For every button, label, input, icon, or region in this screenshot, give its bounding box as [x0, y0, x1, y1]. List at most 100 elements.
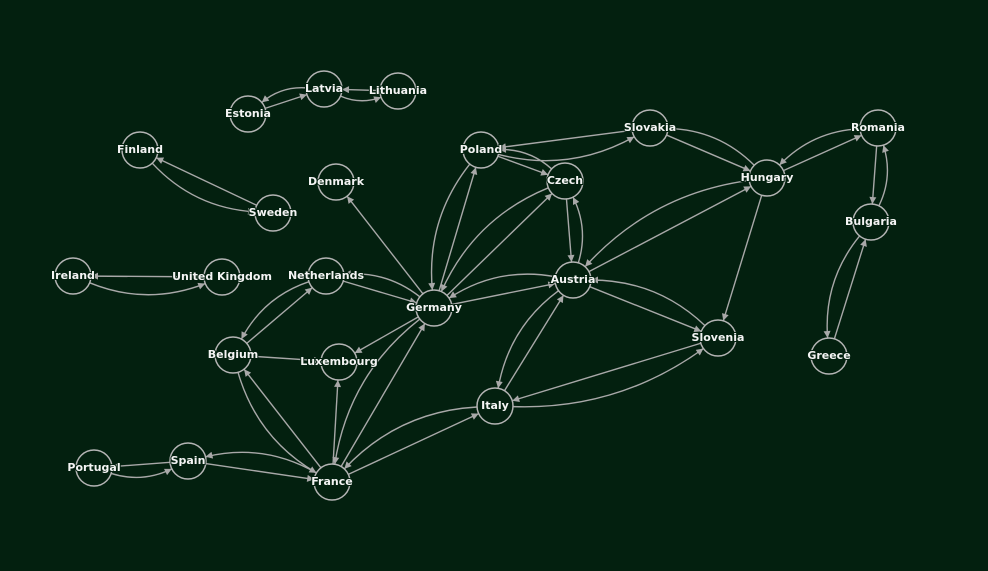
node-circle[interactable]: [214, 336, 252, 374]
node-label: Denmark: [308, 175, 365, 188]
node-circle[interactable]: [748, 159, 786, 197]
node-circle[interactable]: [307, 257, 345, 295]
node-france[interactable]: France: [310, 463, 354, 501]
edge-hungary-to-slovakia: [667, 125, 755, 166]
node-circle[interactable]: [203, 258, 241, 296]
edge-austria-to-germany: [448, 273, 556, 299]
edge-bulgaria-to-romania: [878, 144, 889, 207]
edge-romania-to-hungary: [778, 128, 861, 166]
edge-poland-to-slovakia: [498, 136, 635, 162]
node-circle[interactable]: [415, 289, 453, 327]
edge-germany-to-luxembourg: [354, 316, 419, 354]
node-circle[interactable]: [554, 261, 592, 299]
node-label: Latvia: [305, 82, 343, 95]
node-circle[interactable]: [699, 319, 737, 357]
node-italy[interactable]: Italy: [476, 387, 514, 425]
node-label: Spain: [171, 454, 206, 467]
edge-uk-to-ireland: [90, 272, 205, 280]
node-lithuania[interactable]: Lithuania: [368, 72, 428, 110]
node-netherlands[interactable]: Netherlands: [287, 257, 365, 295]
edge-france-to-germany: [340, 323, 426, 467]
node-circle[interactable]: [229, 95, 267, 133]
edge-ireland-to-uk: [89, 282, 206, 296]
edge-poland-to-germany: [428, 163, 471, 291]
edge-finland-to-sweden: [151, 162, 256, 215]
edge-belgium-to-netherlands: [246, 287, 313, 344]
node-slovenia[interactable]: Slovenia: [691, 319, 745, 357]
edge-austria-to-hungary: [588, 185, 752, 273]
node-bulgaria[interactable]: Bulgaria: [844, 203, 898, 241]
edge-slovenia-to-italy: [512, 342, 701, 403]
edge-italy-to-france: [343, 406, 478, 470]
node-label: Bulgaria: [845, 215, 897, 228]
node-luxembourg[interactable]: Luxembourg: [299, 343, 379, 381]
edge-germany-to-france: [332, 318, 421, 465]
node-circle[interactable]: [320, 343, 358, 381]
node-label: United Kingdom: [172, 270, 272, 283]
node-hungary[interactable]: Hungary: [740, 159, 794, 197]
edge-italy-to-austria: [503, 294, 565, 392]
node-romania[interactable]: Romania: [850, 109, 906, 147]
edge-slovenia-to-austria: [590, 276, 706, 327]
node-label: Italy: [481, 399, 509, 412]
edge-germany-to-poland: [438, 167, 478, 291]
node-label: Luxembourg: [300, 355, 377, 368]
edge-lithuania-to-latvia: [341, 86, 381, 94]
node-circle[interactable]: [317, 163, 355, 201]
node-label: Belgium: [208, 348, 259, 361]
node-finland[interactable]: Finland: [116, 131, 164, 169]
node-germany[interactable]: Germany: [405, 289, 463, 327]
node-latvia[interactable]: Latvia: [304, 70, 344, 108]
node-label: Sweden: [249, 206, 298, 219]
node-austria[interactable]: Austria: [550, 261, 596, 299]
node-circle[interactable]: [852, 203, 890, 241]
node-poland[interactable]: Poland: [459, 131, 503, 169]
node-spain[interactable]: Spain: [169, 442, 207, 480]
node-circle[interactable]: [631, 109, 669, 147]
node-circle[interactable]: [169, 442, 207, 480]
node-slovakia[interactable]: Slovakia: [623, 109, 677, 147]
node-label: Finland: [117, 143, 163, 156]
node-circle[interactable]: [54, 257, 92, 295]
node-greece[interactable]: Greece: [806, 337, 852, 375]
node-denmark[interactable]: Denmark: [307, 163, 366, 201]
edge-germany-to-netherlands: [343, 270, 421, 298]
node-circle[interactable]: [75, 449, 113, 487]
node-label: Netherlands: [288, 269, 365, 282]
node-circle[interactable]: [859, 109, 897, 147]
edge-netherlands-to-germany: [343, 280, 417, 305]
edge-sweden-to-finland: [155, 157, 258, 206]
node-circle[interactable]: [462, 131, 500, 169]
node-circle[interactable]: [476, 387, 514, 425]
node-circle[interactable]: [546, 162, 584, 200]
node-uk[interactable]: United Kingdom: [171, 258, 273, 296]
edge-slovakia-to-hungary: [666, 134, 751, 172]
node-circle[interactable]: [305, 70, 343, 108]
edge-france-to-belgium: [243, 368, 322, 469]
node-circle[interactable]: [254, 194, 292, 232]
node-ireland[interactable]: Ireland: [50, 257, 96, 295]
edge-hungary-to-romania: [783, 134, 862, 172]
node-label: Portugal: [67, 461, 120, 474]
edge-austria-to-slovenia: [589, 286, 702, 332]
node-czech[interactable]: Czech: [546, 162, 584, 200]
node-circle[interactable]: [810, 337, 848, 375]
node-belgium[interactable]: Belgium: [207, 336, 259, 374]
node-circle[interactable]: [379, 72, 417, 110]
edge-italy-to-slovenia: [512, 347, 704, 408]
edge-austria-to-italy: [495, 290, 559, 389]
edges-layer: [89, 86, 889, 482]
edge-belgium-to-france: [237, 372, 317, 474]
node-sweden[interactable]: Sweden: [248, 194, 298, 232]
node-label: Hungary: [741, 171, 794, 184]
edge-romania-to-bulgaria: [869, 145, 878, 205]
node-label: Greece: [807, 349, 850, 362]
node-estonia[interactable]: Estonia: [224, 95, 272, 133]
node-circle[interactable]: [313, 463, 351, 501]
node-label: Poland: [460, 143, 503, 156]
node-circle[interactable]: [121, 131, 159, 169]
node-portugal[interactable]: Portugal: [66, 449, 122, 487]
edge-austria-to-czech: [572, 196, 584, 264]
